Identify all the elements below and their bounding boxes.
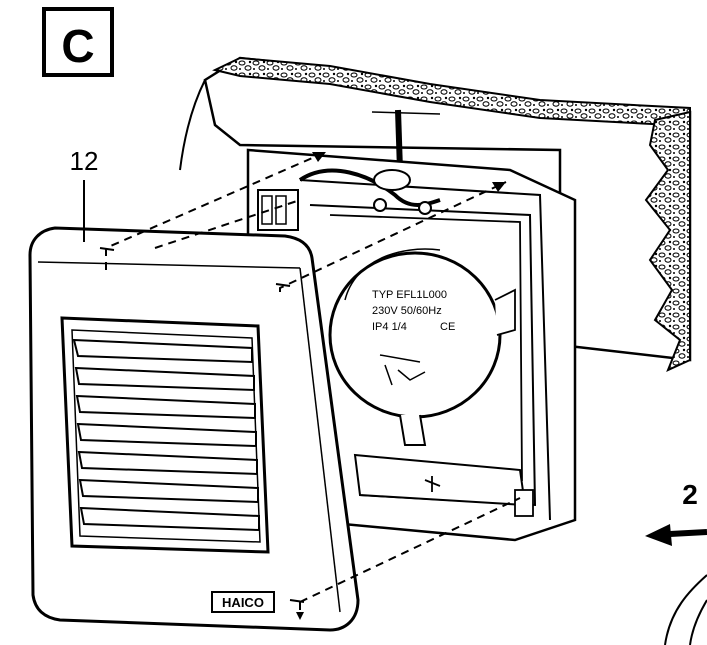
motor-label-line-2: 230V 50/60Hz [372, 305, 442, 317]
motor-label-line-3: IP4 1/4 [372, 321, 407, 333]
brand-label: HAICO [222, 595, 264, 610]
arrowheads [296, 152, 506, 620]
motor-label-line-1: TYP EFL1L000 [372, 289, 447, 301]
part-callout-12: 12 [70, 146, 99, 242]
front-cover: HAICO [28, 226, 360, 632]
hand-sketch [664, 574, 707, 645]
louvre-slats [72, 338, 260, 532]
panel-label: C [42, 7, 114, 77]
cable-clamp [298, 168, 441, 215]
step-2-callout: 2 [645, 479, 707, 645]
power-cable [371, 109, 441, 171]
panel-letter: C [61, 20, 94, 72]
step-number-label: 2 [682, 479, 698, 510]
motor-label-line-4: CE [440, 321, 455, 333]
alignment-guides [105, 151, 521, 615]
part-number-label: 12 [70, 146, 99, 176]
